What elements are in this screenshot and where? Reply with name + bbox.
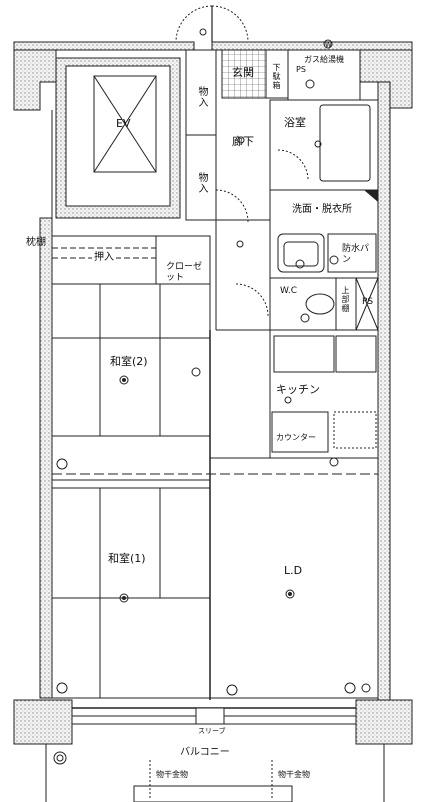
label-storage-2: 物入 [196, 172, 207, 194]
label-hoshi-right: 物干金物 [278, 770, 310, 779]
living-dining [209, 457, 379, 699]
kitchen [269, 329, 379, 459]
closet [155, 235, 211, 285]
label-ps-mid: PS [362, 297, 374, 307]
label-washitsu-1: 和室(1) [108, 552, 146, 565]
label-washitsu-2: 和室(2) [110, 355, 148, 368]
label-ld: L.D [284, 564, 303, 577]
label-bouhan: 防水パン [342, 244, 370, 265]
top-wall-right [211, 41, 413, 51]
label-washroom: 洗面・脱衣所 [292, 204, 352, 215]
label-oshiire: 押入 [92, 252, 116, 263]
washitsu-1 [51, 487, 211, 699]
label-ev: EV [116, 117, 131, 130]
label-ps-top: PS [296, 65, 306, 74]
bottom-left-column [13, 699, 73, 745]
top-wall [13, 41, 195, 51]
label-geta: 下駄箱 [272, 63, 281, 90]
label-hoshi-left: 物干金物 [156, 770, 188, 779]
label-wc: W.C [280, 286, 298, 296]
label-pillow-shelf: 枕棚 [26, 237, 46, 248]
label-w: W [325, 41, 332, 49]
bottom-right-column [355, 699, 413, 745]
label-balcony: バルコニー [180, 747, 230, 758]
left-outer-wall [39, 217, 53, 699]
label-kamidana: 上部棚 [341, 286, 350, 313]
label-counter: カウンター [276, 433, 316, 442]
left-column [13, 49, 57, 111]
label-hallway: 廊下 [232, 135, 254, 148]
label-bath: 浴室 [284, 116, 306, 129]
label-closet: クローゼット [166, 262, 203, 283]
label-slope: スリーブ [198, 727, 226, 735]
right-outer-wall [377, 81, 391, 703]
bathroom [269, 99, 379, 191]
label-genkan: 玄関 [232, 66, 254, 79]
label-gas: ガス給湯機 [304, 55, 344, 64]
label-storage-1: 物入 [196, 86, 207, 108]
washitsu-2 [51, 283, 211, 481]
label-kitchen: キッチン [276, 383, 320, 396]
